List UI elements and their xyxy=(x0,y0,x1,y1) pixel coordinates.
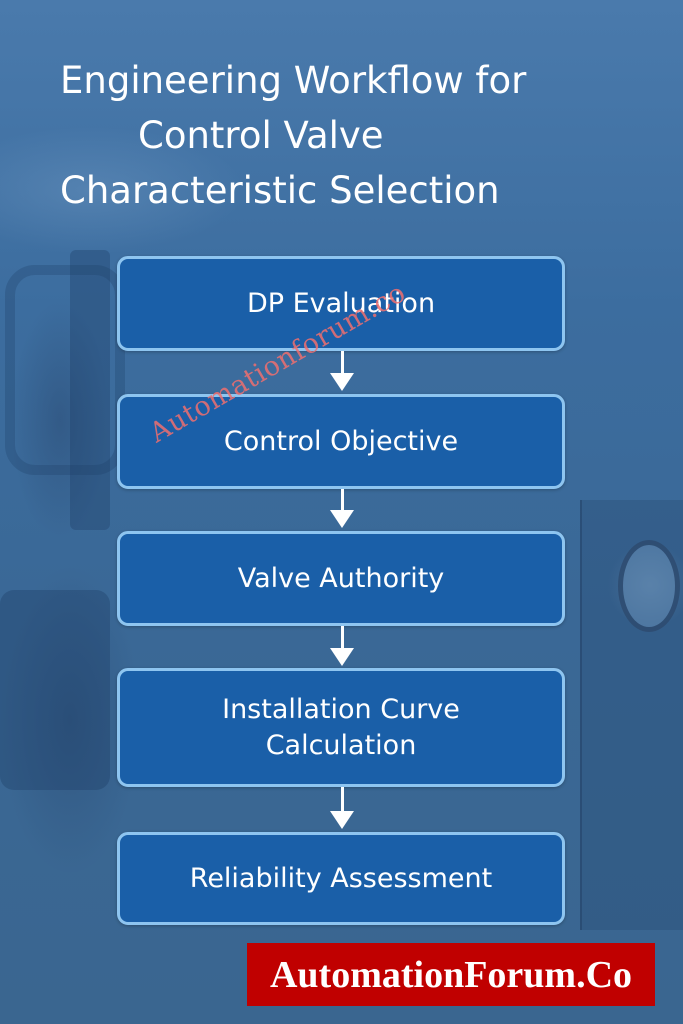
step-label: Control Objective xyxy=(223,425,459,457)
step-label: Reliability Assessment xyxy=(189,862,493,894)
step-label-line-2: Calculation xyxy=(265,729,417,761)
step-dp-evaluation: DP Evaluation xyxy=(117,256,565,351)
background-valve-yoke xyxy=(5,265,125,475)
background-pressure-gauge-icon xyxy=(618,540,680,632)
arrow-down-icon xyxy=(330,489,354,528)
step-control-objective: Control Objective xyxy=(117,394,565,489)
step-label: Valve Authority xyxy=(237,562,445,594)
arrow-down-icon xyxy=(330,626,354,666)
brand-text: AutomationForum.Co xyxy=(269,953,633,996)
arrow-down-icon xyxy=(330,787,354,829)
step-label-line-1: Installation Curve xyxy=(222,693,460,725)
arrow-down-icon xyxy=(330,351,354,391)
background-valve-body xyxy=(0,590,110,790)
title-line-2: Control Valve xyxy=(138,114,384,157)
brand-banner: AutomationForum.Co xyxy=(247,943,655,1006)
step-reliability-assessment: Reliability Assessment xyxy=(117,832,565,925)
title-line-3: Characteristic Selection xyxy=(60,169,500,212)
step-valve-authority: Valve Authority xyxy=(117,531,565,626)
step-installation-curve-calculation: Installation Curve Calculation xyxy=(117,668,565,787)
title-line-1: Engineering Workflow for xyxy=(60,59,527,102)
step-label: DP Evaluation xyxy=(246,287,436,319)
background-valve-stem xyxy=(70,250,110,530)
